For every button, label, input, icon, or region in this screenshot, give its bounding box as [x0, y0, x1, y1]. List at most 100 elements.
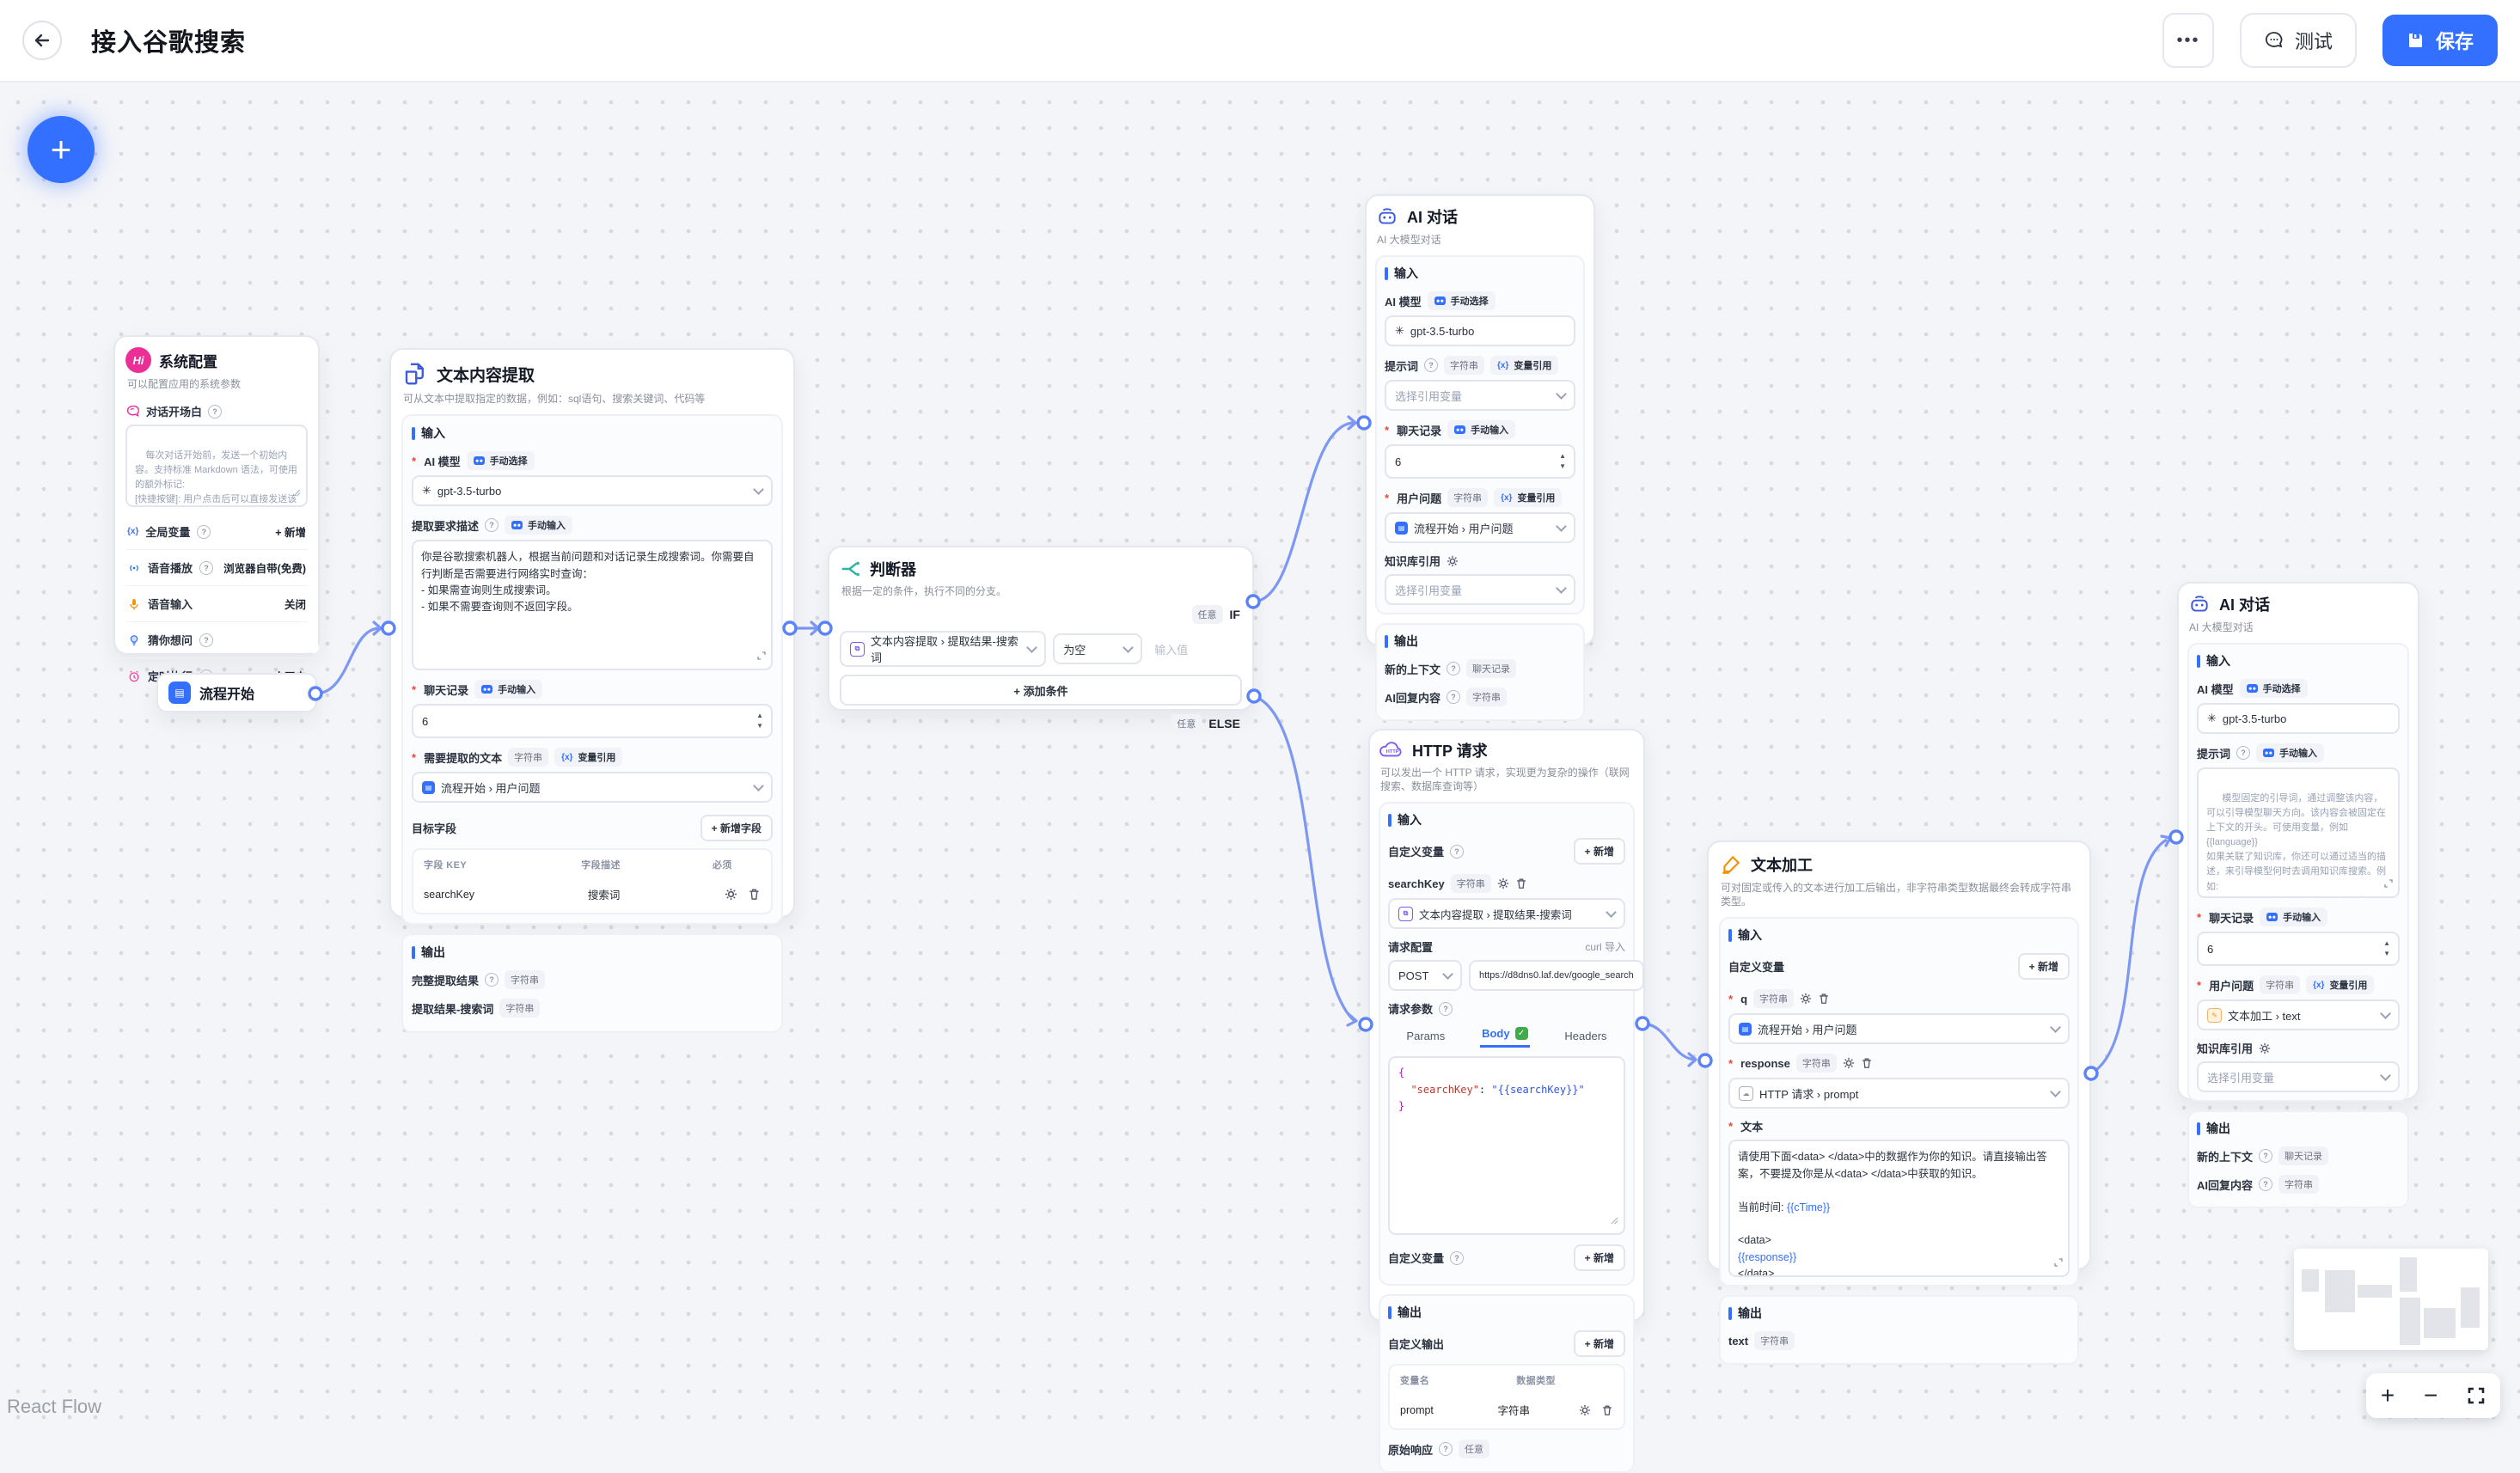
zoom-in-button[interactable]: + [2380, 1382, 2395, 1409]
var-ref-badge[interactable]: {x}变量引用 [1490, 356, 1559, 376]
number-stepper[interactable]: ▲▼ [2383, 939, 2390, 958]
trash-icon[interactable] [748, 888, 761, 901]
minimap[interactable] [2294, 1249, 2488, 1350]
stt-value[interactable]: 关闭 [284, 599, 306, 612]
save-button[interactable]: 保存 [2382, 15, 2498, 66]
kb-ref-select[interactable]: 选择引用变量 [1385, 574, 1575, 606]
fit-view-button[interactable] [2467, 1386, 2486, 1405]
text-template-textarea[interactable]: 请使用下面<data> </data>中的数据作为你的知识。请直接输出答案，不要… [1728, 1140, 2070, 1278]
tab-params[interactable]: Params [1406, 1029, 1446, 1042]
number-stepper[interactable]: ▲▼ [1559, 452, 1566, 471]
any-badge: 任意 [1171, 714, 1202, 734]
history-input[interactable]: 6▲▼ [1385, 444, 1575, 480]
gear-icon[interactable] [1800, 993, 1812, 1005]
expand-icon[interactable] [2054, 1256, 2063, 1272]
source-select[interactable]: ▤流程开始 › 用户问题 [412, 772, 773, 804]
test-button[interactable]: 测试 [2239, 13, 2357, 68]
node-text-editor[interactable]: 文本加工 可对固定或传入的文本进行加工后输出，非字符串类型数据最终会转成字符串类… [1707, 840, 2091, 1366]
node-flow-start[interactable]: ▤ 流程开始 [156, 673, 317, 712]
manual-input-badge[interactable]: 手动输入 [474, 680, 543, 700]
history-label: 聊天记录 [2209, 911, 2254, 925]
trash-icon[interactable] [1861, 1057, 1873, 1069]
var-ref-select[interactable]: ⧉文本内容提取 › 提取结果-搜索词 [1388, 898, 1625, 930]
gear-icon[interactable] [2259, 1042, 2271, 1054]
add-var-button[interactable]: + 新增 [1573, 1244, 1625, 1272]
node-classifier[interactable]: 判断器 根据一定的条件，执行不同的分支。 任意 IF ⧉文本内容提取 › 提取结… [828, 546, 1254, 734]
add-global-var[interactable]: + 新增 [275, 527, 306, 540]
custom-var-label: 自定义变量 [1728, 961, 1785, 975]
back-button[interactable] [22, 21, 62, 60]
response-ref-select[interactable]: ☁HTTP 请求 › prompt [1728, 1078, 2070, 1109]
kb-ref-select[interactable]: 选择引用变量 [2197, 1061, 2400, 1093]
add-condition-button[interactable]: + 添加条件 [840, 675, 1242, 706]
curl-import-link[interactable]: curl 导入 [1585, 941, 1625, 954]
welcome-chat-icon [126, 406, 140, 418]
manual-input-badge[interactable]: 手动输入 [2260, 908, 2328, 927]
expand-icon[interactable] [757, 649, 766, 665]
var-ref-badge[interactable]: {x}变量引用 [1494, 488, 1563, 508]
resize-icon [293, 487, 301, 502]
node-ai-chat-2[interactable]: AI 对话 AI 大模型对话 输入 AI 模型 手动选择 ✳gpt-3.5-tu… [2177, 582, 2419, 1209]
manual-input-badge[interactable]: 手动输入 [505, 516, 573, 535]
section-input: 输入 [1385, 265, 1575, 282]
q-ref-select[interactable]: ▤流程开始 › 用户问题 [1728, 1013, 2070, 1045]
node-text-extract[interactable]: 文本内容提取 可从文本中提取指定的数据，例如：sql语句、搜索关键词、代码等 输… [389, 348, 795, 1034]
add-field-button[interactable]: + 新增字段 [700, 815, 773, 842]
history-input[interactable]: 6▲▼ [2197, 932, 2400, 967]
condition-op-select[interactable]: 为空 [1053, 633, 1143, 665]
type-badge: 字符串 [1754, 1331, 1795, 1351]
add-output-button[interactable]: + 新增 [1573, 1330, 1625, 1358]
req-config-label: 请求配置 [1388, 941, 1434, 955]
model-select[interactable]: ✳gpt-3.5-turbo [1385, 315, 1575, 347]
manual-input-badge[interactable]: 手动输入 [2256, 743, 2325, 763]
node-http-request[interactable]: HTTP HTTP 请求 可以发出一个 HTTP 请求，实现更为复杂的操作（联网… [1368, 729, 1645, 1473]
model-select[interactable]: ✳gpt-3.5-turbo [412, 475, 773, 507]
trash-icon[interactable] [1601, 1404, 1613, 1416]
timer-icon [129, 670, 139, 681]
model-select[interactable]: ✳gpt-3.5-turbo [2197, 703, 2400, 735]
manual-select-badge[interactable]: 手动选择 [2239, 679, 2308, 699]
var-ref-badge[interactable]: {x}变量引用 [2306, 975, 2375, 995]
node-ai-chat[interactable]: AI 对话 AI 大模型对话 输入 AI 模型 手动选择 ✳gpt-3.5-tu… [1365, 194, 1595, 722]
expand-icon[interactable] [2384, 878, 2393, 893]
gear-icon[interactable] [1447, 555, 1459, 567]
user-question-select[interactable]: ✎文本加工 › text [2197, 999, 2400, 1031]
manual-input-badge[interactable]: 手动输入 [1447, 420, 1516, 440]
body-code-editor[interactable]: { "searchKey": "{{searchKey}}" } [1388, 1056, 1625, 1236]
trash-icon[interactable] [1515, 877, 1527, 889]
tts-value[interactable]: 浏览器自带(免费) [223, 563, 306, 576]
gear-icon[interactable] [725, 888, 737, 901]
user-question-select[interactable]: ▤流程开始 › 用户问题 [1385, 512, 1575, 544]
history-input[interactable]: 6 ▲▼ [412, 704, 773, 739]
var-ref-badge[interactable]: {x}变量引用 [554, 748, 623, 767]
condition-value-input[interactable]: 输入值 [1154, 643, 1189, 657]
more-button[interactable]: ••• [2162, 13, 2214, 68]
gear-icon[interactable] [1843, 1057, 1855, 1069]
gear-icon[interactable] [1579, 1404, 1591, 1416]
welcome-textarea[interactable]: 每次对话开始前，发送一个初始内容。支持标准 Markdown 语法，可使用的额外… [125, 425, 308, 508]
trash-icon[interactable] [1818, 993, 1830, 1005]
prompt-textarea[interactable]: 模型固定的引导词，通过调整该内容，可以引导模型聊天方向。该内容会被固定在上下文的… [2197, 767, 2400, 899]
number-stepper[interactable]: ▲▼ [756, 712, 763, 730]
manual-select-badge[interactable]: 手动选择 [1427, 291, 1495, 311]
gear-icon[interactable] [1497, 877, 1509, 889]
add-var-button[interactable]: + 新增 [1573, 838, 1625, 865]
zoom-out-button[interactable]: − [2423, 1382, 2438, 1409]
manual-select-badge[interactable]: 手动选择 [466, 451, 535, 471]
config-row-label: 猜你想问 [148, 634, 193, 648]
method-select[interactable]: POST [1388, 960, 1462, 992]
url-input[interactable]: https://d8dns0.laf.dev/google_search [1469, 960, 1644, 992]
condition-variable-select[interactable]: ⧉文本内容提取 › 提取结果-搜索词 [840, 631, 1047, 668]
section-output: 输出 [412, 944, 773, 961]
add-node-button[interactable]: + [28, 116, 95, 183]
node-system-config[interactable]: Hi 系统配置 可以配置应用的系统参数 对话开场白 ? 每次对话开始前，发送一个… [113, 335, 320, 683]
config-row-label: 语音播放 [148, 562, 193, 576]
flow-canvas[interactable] [0, 83, 2520, 1420]
prompt-ref-select[interactable]: 选择引用变量 [1385, 380, 1575, 412]
extract-desc-textarea[interactable]: 你是谷歌搜索机器人，根据当前问题和对话记录生成搜索词。你需要自行判断是否需要进行… [412, 540, 773, 671]
tab-body[interactable]: Body✓ [1480, 1024, 1530, 1048]
add-var-button[interactable]: + 新增 [2017, 953, 2070, 981]
tab-headers[interactable]: Headers [1564, 1029, 1607, 1042]
